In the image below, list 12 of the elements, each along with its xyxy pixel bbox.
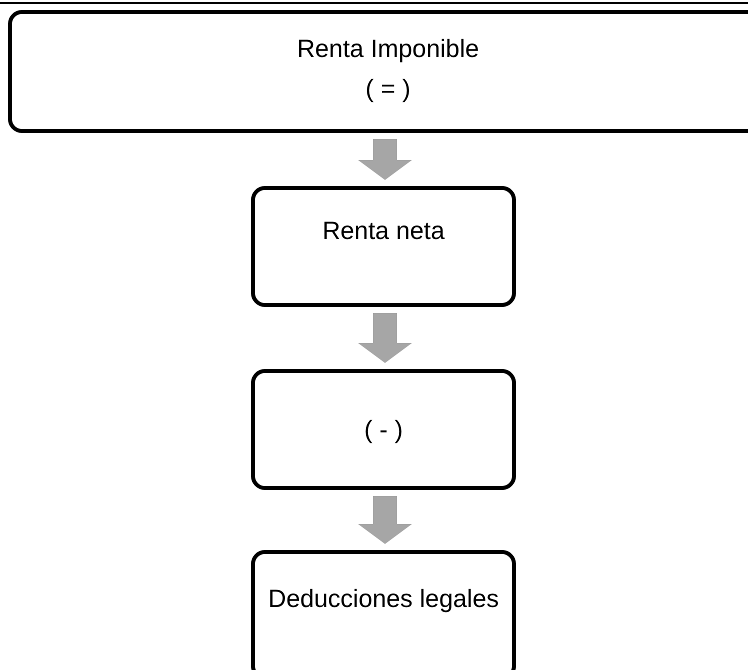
process-box	[251, 369, 516, 490]
block-arrow	[358, 139, 412, 180]
box-text: Deducciones legales	[268, 584, 499, 614]
process-box	[251, 550, 516, 670]
box-text: ( = )	[365, 74, 411, 104]
process-box	[8, 10, 748, 133]
box-text: ( - )	[364, 414, 403, 444]
box-text: Renta Imponible	[296, 34, 480, 64]
block-arrow	[358, 496, 412, 544]
box-text: Renta neta	[322, 216, 445, 246]
process-box	[251, 186, 516, 307]
block-arrow	[358, 313, 412, 363]
